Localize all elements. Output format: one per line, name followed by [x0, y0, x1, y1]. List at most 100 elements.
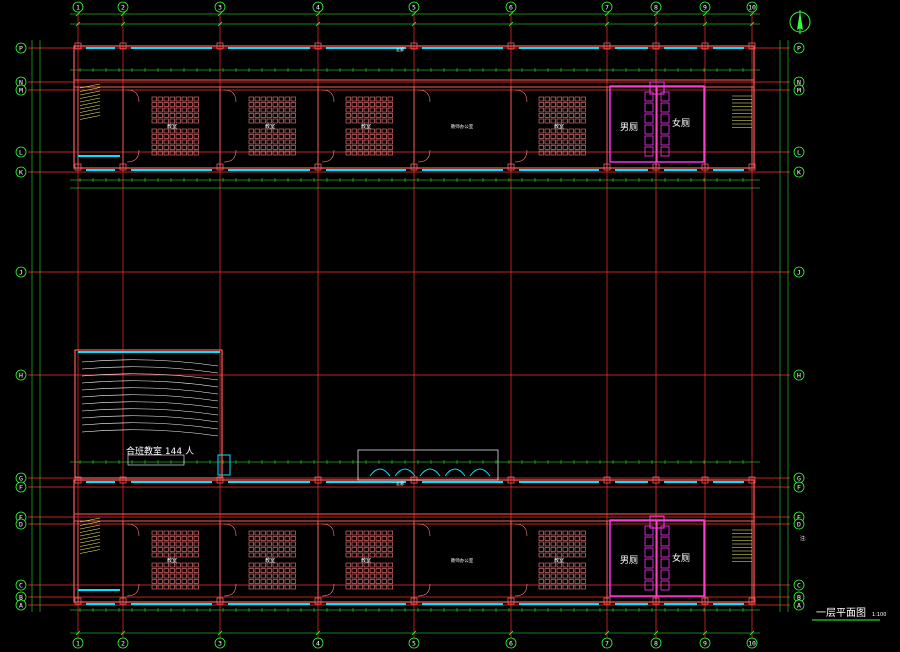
desk — [175, 584, 181, 590]
desk — [568, 541, 574, 547]
desk — [556, 541, 562, 547]
row-bubble-label-K: K — [797, 169, 801, 177]
desk — [357, 541, 363, 547]
desk — [556, 145, 562, 150]
room-label-lecture-hall: 合班教室 144 人 — [126, 445, 194, 457]
column-post — [748, 42, 756, 50]
desk — [272, 107, 278, 113]
desk — [175, 118, 181, 124]
desk — [381, 541, 387, 547]
desk — [375, 536, 381, 541]
desk — [157, 118, 163, 124]
desk — [357, 568, 363, 573]
desk — [248, 134, 254, 139]
desk — [351, 568, 357, 573]
desk — [387, 150, 393, 156]
desk — [248, 536, 254, 541]
desk — [260, 113, 266, 118]
desk — [278, 107, 284, 113]
desk — [248, 145, 254, 150]
desk — [187, 541, 193, 547]
desk — [550, 118, 556, 124]
desk — [568, 150, 574, 156]
desk — [357, 128, 363, 134]
desk — [381, 139, 387, 145]
desk — [568, 573, 574, 579]
desk — [278, 134, 284, 139]
column-bubble-label-9: 9 — [703, 4, 707, 12]
desk — [387, 139, 393, 145]
desk — [260, 584, 266, 590]
door-swing — [417, 583, 431, 597]
desk — [556, 584, 562, 590]
desk — [157, 562, 163, 568]
column-bubble-9 — [699, 637, 711, 649]
row-bubble-label-H: H — [19, 372, 23, 380]
row-bubble-label-G: G — [797, 475, 801, 483]
desk — [363, 128, 369, 134]
desk — [157, 552, 163, 558]
desk — [562, 96, 568, 102]
desk — [284, 107, 290, 113]
desk — [266, 573, 272, 579]
desk — [351, 139, 357, 145]
desk — [169, 573, 175, 579]
desk — [544, 562, 550, 568]
desk — [278, 118, 284, 124]
desk — [157, 102, 163, 107]
column-post — [701, 42, 709, 50]
desk — [290, 128, 296, 134]
column-bubble-label-2: 2 — [121, 640, 125, 648]
desk — [272, 128, 278, 134]
desk — [544, 96, 550, 102]
desk — [193, 530, 199, 536]
desk — [544, 150, 550, 156]
desk — [284, 584, 290, 590]
desk — [544, 107, 550, 113]
desk — [163, 541, 169, 547]
desk — [345, 150, 351, 156]
row-bubble-label-L: L — [19, 149, 23, 157]
desk — [193, 584, 199, 590]
desk — [278, 530, 284, 536]
desk — [187, 530, 193, 536]
desk — [266, 536, 272, 541]
desk — [254, 547, 260, 552]
desk — [284, 568, 290, 573]
desk — [278, 552, 284, 558]
desk — [369, 113, 375, 118]
desk — [345, 113, 351, 118]
row-bubble-D — [793, 518, 805, 530]
desk — [538, 579, 544, 584]
desk — [151, 134, 157, 139]
desk — [181, 568, 187, 573]
desk — [562, 579, 568, 584]
desk — [187, 562, 193, 568]
stair-tread — [79, 528, 101, 533]
desk — [574, 573, 580, 579]
column-bubble-label-5: 5 — [412, 4, 416, 12]
lecture-hall — [74, 349, 499, 481]
column-post — [701, 597, 709, 605]
desk — [562, 113, 568, 118]
door-swing — [321, 89, 335, 103]
desk — [568, 562, 574, 568]
desk — [193, 150, 199, 156]
desk — [568, 568, 574, 573]
dimension-tick — [749, 21, 755, 27]
desk — [550, 139, 556, 145]
stair-tread — [79, 524, 101, 530]
desk — [568, 96, 574, 102]
desk — [157, 541, 163, 547]
desk — [187, 139, 193, 145]
desk — [580, 134, 586, 139]
desk — [580, 547, 586, 552]
desk — [169, 552, 175, 558]
entrance-door-arc — [419, 468, 441, 477]
row-bubble-P — [793, 42, 805, 54]
desk — [556, 536, 562, 541]
seating-row — [81, 387, 219, 395]
window-lines — [78, 47, 744, 605]
desk — [151, 547, 157, 552]
desk — [550, 547, 556, 552]
